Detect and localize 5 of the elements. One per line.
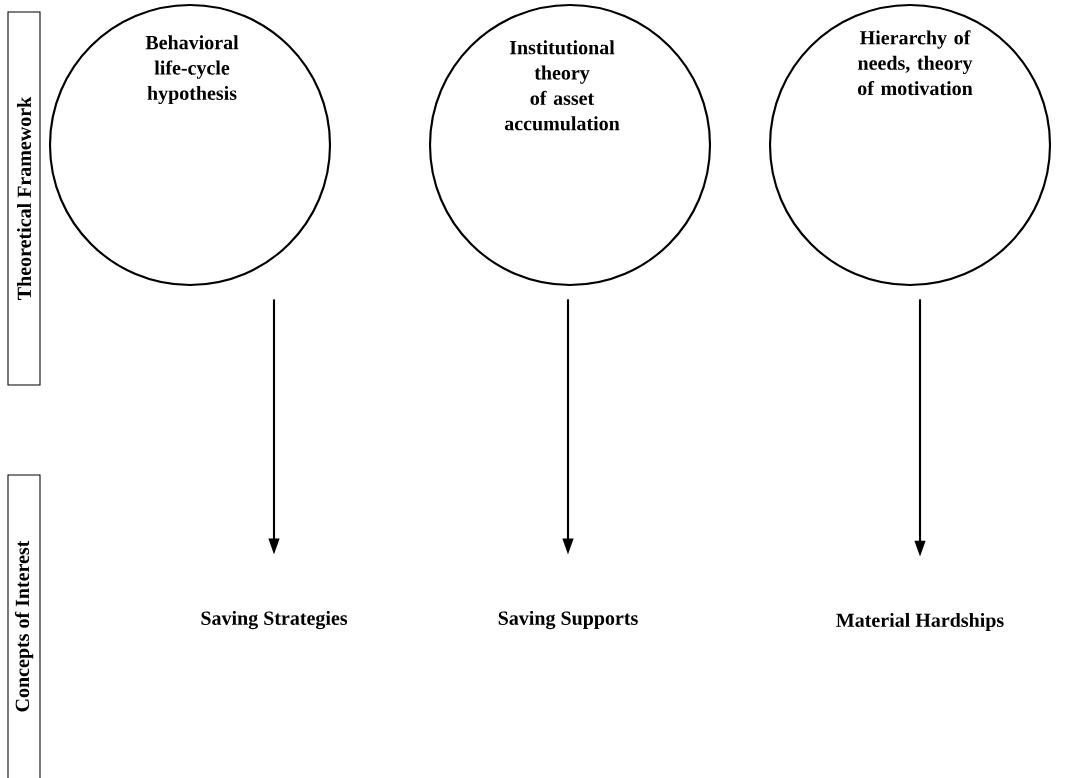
side-label-box: Concepts of Interest xyxy=(7,474,41,778)
concept-label: Material Hardships xyxy=(836,612,1004,632)
concept-label: Saving Strategies xyxy=(201,610,348,630)
side-label-box: Theoretical Framework xyxy=(7,11,41,386)
concept-label: Saving Supports xyxy=(498,610,638,630)
